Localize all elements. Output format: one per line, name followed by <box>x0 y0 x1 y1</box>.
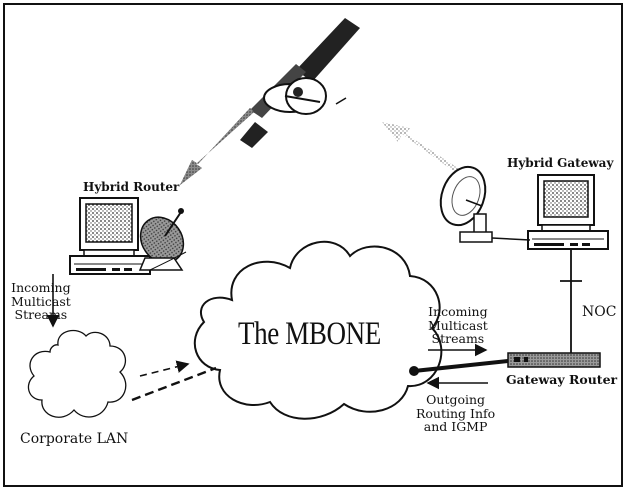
incoming-left-line-2: Multicast <box>11 293 71 309</box>
satellite-uplink-arrow <box>382 122 470 180</box>
incoming-left-line-3: Streams <box>14 307 68 322</box>
incoming-left-line-1: Incoming <box>11 280 71 295</box>
mbone-label: The MBONE <box>238 316 381 352</box>
gateway-router-label: Gateway Router <box>506 372 618 387</box>
lan-tunnel-arrow <box>139 360 190 377</box>
hybrid-gateway-label: Hybrid Gateway <box>507 156 614 170</box>
mbone-gateway-link <box>413 359 509 373</box>
incoming-right-line-3: Streams <box>431 331 485 346</box>
noc-label: NOC <box>582 304 617 320</box>
incoming-right-line-1: Incoming <box>428 304 488 319</box>
hybrid-router-dish-icon <box>138 208 187 271</box>
outgoing-line-2: Routing Info <box>416 405 496 421</box>
incoming-right-label: Incoming Multicast Streams <box>428 305 488 346</box>
satellite-icon <box>240 18 360 148</box>
corporate-lan-label: Corporate LAN <box>20 431 129 447</box>
satellite-downlink-arrow <box>180 108 254 185</box>
mbone-cloud-icon <box>193 240 443 420</box>
incoming-right-line-2: Multicast <box>428 317 488 333</box>
outgoing-line-1: Outgoing <box>426 392 486 407</box>
incoming-left-label: Incoming Multicast Streams <box>11 281 71 322</box>
lan-tunnel-link <box>131 366 217 402</box>
gateway-router-icon <box>507 352 601 368</box>
hybrid-gateway-dish-icon <box>439 165 531 243</box>
hybrid-router-label: Hybrid Router <box>83 180 180 194</box>
corporate-lan-cloud-icon <box>27 329 127 418</box>
outgoing-label: Outgoing Routing Info and IGMP <box>416 393 495 434</box>
hybrid-gateway-computer-icon <box>527 174 609 250</box>
outgoing-line-3: and IGMP <box>423 419 488 434</box>
hybrid-router-computer-icon <box>69 197 151 275</box>
